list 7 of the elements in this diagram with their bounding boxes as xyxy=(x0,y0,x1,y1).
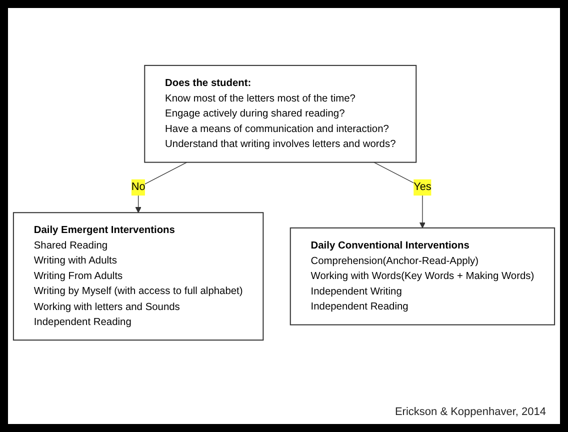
edge-label: Yes xyxy=(414,182,432,194)
node-box: Daily Emergent Interventions Shared Reading Writing with Adults Writing From Adults Writing by Myself (with access to full alphabet) Working with letters and Sounds Independent Reading xyxy=(12,212,264,341)
node-box: Does the student: Know most of the letters most of the time? Engage actively during shared reading? Have a means of communication and interaction? Understand that writing involves letters and words? xyxy=(144,65,417,164)
arrow xyxy=(135,162,188,214)
node-box: Daily Conventional Interventions Comprehension(Anchor-Read-Apply) Working with Words(Key Words + Making Words) Independent Writing Independent Reading xyxy=(290,228,556,326)
citation-text: Erickson & Koppenhaver, 2014 xyxy=(394,406,546,418)
edge-label: No xyxy=(131,182,146,194)
